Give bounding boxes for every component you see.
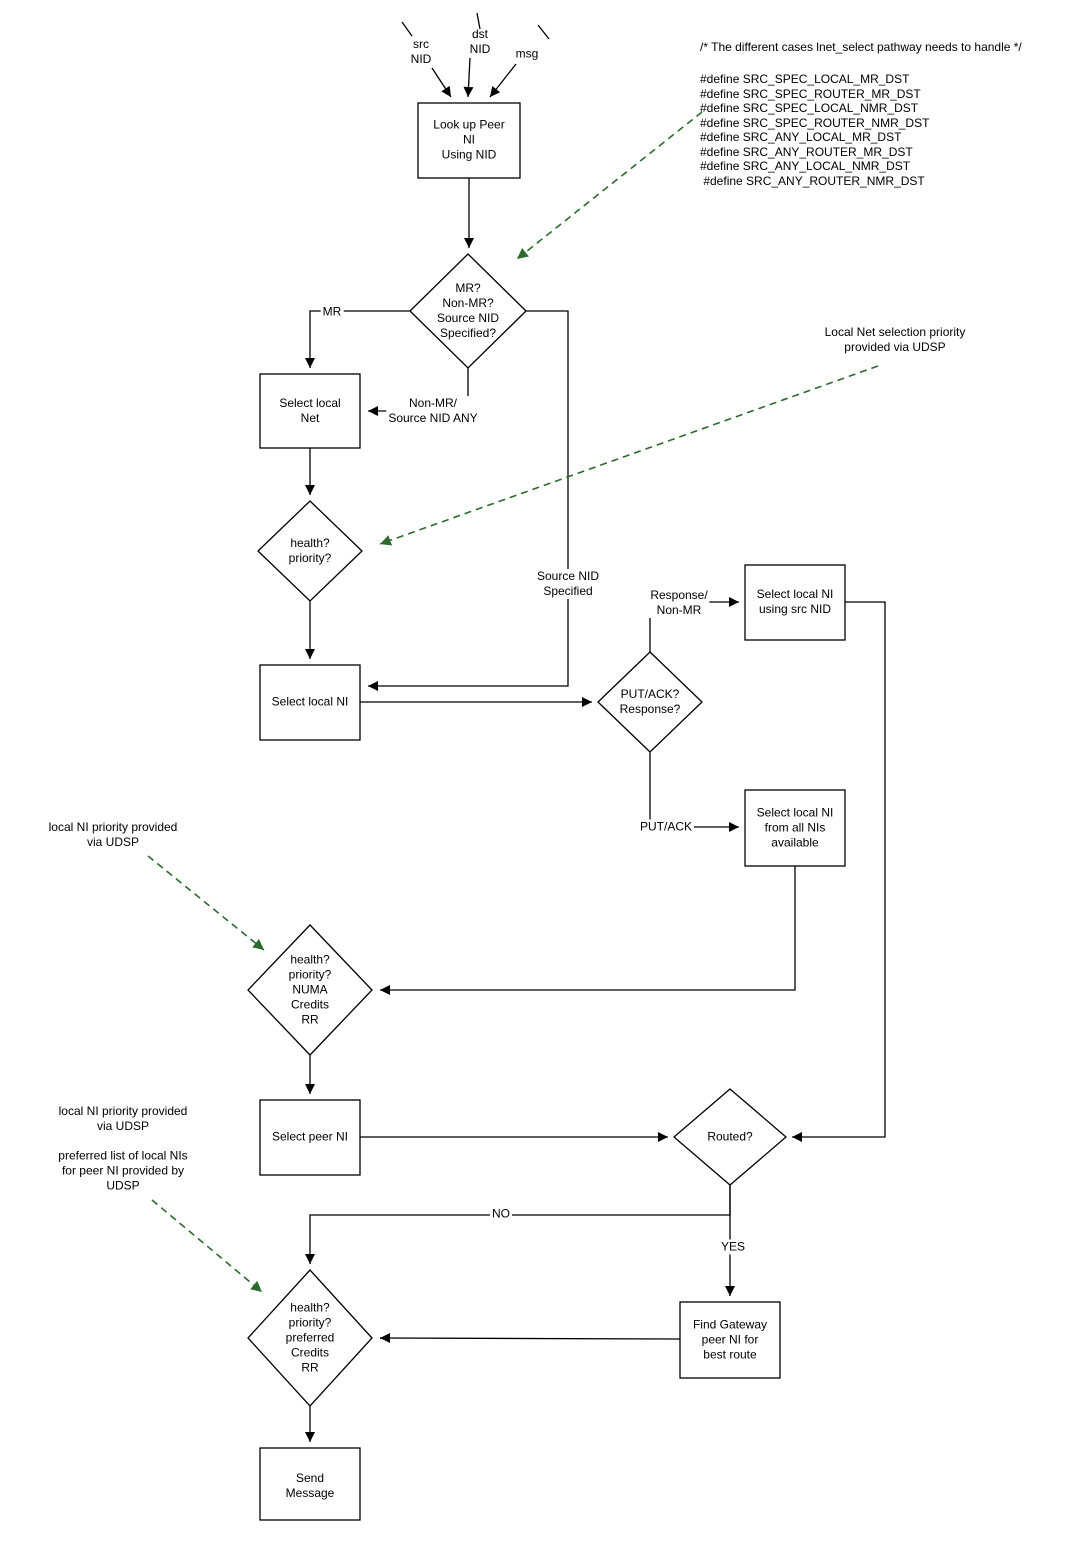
define-line: #define SRC_ANY_ROUTER_NMR_DST (700, 173, 925, 188)
edge-label-putack: PUT/ACK (637, 819, 695, 835)
label-select-local-ni-src: Select local NI using src NID (756, 587, 834, 616)
node-send-message (259, 1447, 361, 1521)
define-line: #define SRC_ANY_LOCAL_NMR_DST (700, 159, 911, 173)
label-send-message: Send Message (285, 1471, 335, 1500)
node-mr-decision (409, 253, 527, 369)
node-health-priority-decision (257, 500, 363, 602)
label-numa-credits: health? priority? NUMA Credits RR (288, 952, 332, 1027)
annotation-preferred-list-udsp: preferred list of local NIs for peer NI … (58, 1148, 188, 1193)
edge-gateway-to-preferred (379, 1333, 681, 1344)
label-select-local-ni-all: Select local NI from all NIs available (756, 805, 834, 850)
define-list: #define SRC_SPEC_LOCAL_MR_DST #define SR… (700, 72, 929, 188)
edge-label-no: NO (490, 1206, 512, 1222)
node-putack-response-decision (597, 651, 703, 753)
label-select-local-net: Select local Net (279, 396, 341, 425)
edge-label-response: Response/ Non-MR (648, 588, 710, 618)
edge-label-source-nid: Source NID Specified (534, 569, 602, 599)
edge-msg-input (489, 63, 517, 98)
node-select-local-ni-all (744, 789, 846, 867)
node-select-local-net (259, 373, 361, 449)
edge-label-yes: YES (718, 1239, 748, 1255)
node-routed-decision (673, 1088, 787, 1186)
edge-src-nid-input (431, 67, 452, 98)
annotation-arrow-udsp-to-numa (147, 855, 265, 951)
label-health-priority: health? priority? (288, 536, 332, 565)
input-label-src-nid: src NID (410, 37, 432, 66)
define-line: #define SRC_SPEC_LOCAL_NMR_DST (700, 101, 919, 115)
label-mr-decision: MR? Non-MR? Source NID Specified? (436, 281, 500, 340)
edge-label-mr: MR (320, 304, 344, 320)
edge-dst-nid-input (463, 57, 474, 98)
edge-select-ni-src-to-routed (792, 601, 886, 1142)
define-line: #define SRC_ANY_LOCAL_MR_DST (700, 130, 902, 144)
annotation-arrow-defines-to-mr (516, 111, 703, 260)
edge-routed-no-to-preferred (305, 1185, 731, 1264)
label-select-peer-ni: Select peer NI (271, 1129, 349, 1144)
define-line: #define SRC_ANY_ROUTER_MR_DST (700, 144, 913, 159)
annotation-local-ni-udsp-2: local NI priority provided via UDSP (58, 1104, 188, 1133)
label-find-gateway: Find Gateway peer NI for best route (692, 1317, 768, 1362)
node-preferred-credits-decision (247, 1269, 373, 1407)
node-lookup-peer-ni (417, 102, 521, 179)
label-preferred-credits: health? priority? preferred Credits RR (285, 1300, 335, 1375)
node-select-local-ni-src (744, 564, 846, 641)
annotation-arrow-udsp-to-preferred (151, 1199, 263, 1293)
edge-label-non-mr: Non-MR/ Source NID ANY (386, 396, 480, 426)
node-select-peer-ni (259, 1099, 361, 1176)
node-find-gateway (679, 1301, 781, 1379)
annotation-local-ni-udsp-1: local NI priority provided via UDSP (48, 820, 178, 849)
comment-lnet-select-cases: /* The different cases lnet_select pathw… (700, 40, 1022, 54)
node-select-local-ni (259, 664, 361, 741)
annotation-local-net-udsp: Local Net selection priority provided vi… (824, 325, 966, 354)
input-tick-msg (537, 24, 550, 40)
label-routed: Routed? (707, 1129, 753, 1144)
edge-source-nid-to-select-local-ni (368, 310, 569, 691)
edge-select-ni-all-to-numa (380, 866, 796, 995)
edge-mr-to-select-local-net (305, 310, 410, 368)
input-tick-dst (476, 12, 481, 30)
input-label-dst-nid: dst NID (469, 27, 491, 56)
label-putack-response: PUT/ACK? Response? (619, 687, 681, 716)
input-label-msg: msg (515, 46, 539, 61)
label-lookup-peer-ni: Look up Peer NI Using NID (433, 117, 505, 162)
edge-putack-to-select-ni-all (649, 752, 739, 832)
annotation-arrow-udsp-to-health (379, 365, 879, 546)
define-line: #define SRC_SPEC_ROUTER_MR_DST (700, 86, 921, 101)
label-select-local-ni: Select local NI (271, 694, 349, 709)
node-numa-credits-decision (247, 924, 373, 1056)
define-line: #define SRC_SPEC_ROUTER_NMR_DST (700, 115, 930, 130)
define-line: #define SRC_SPEC_LOCAL_MR_DST (700, 72, 910, 86)
input-tick-src (401, 21, 413, 37)
